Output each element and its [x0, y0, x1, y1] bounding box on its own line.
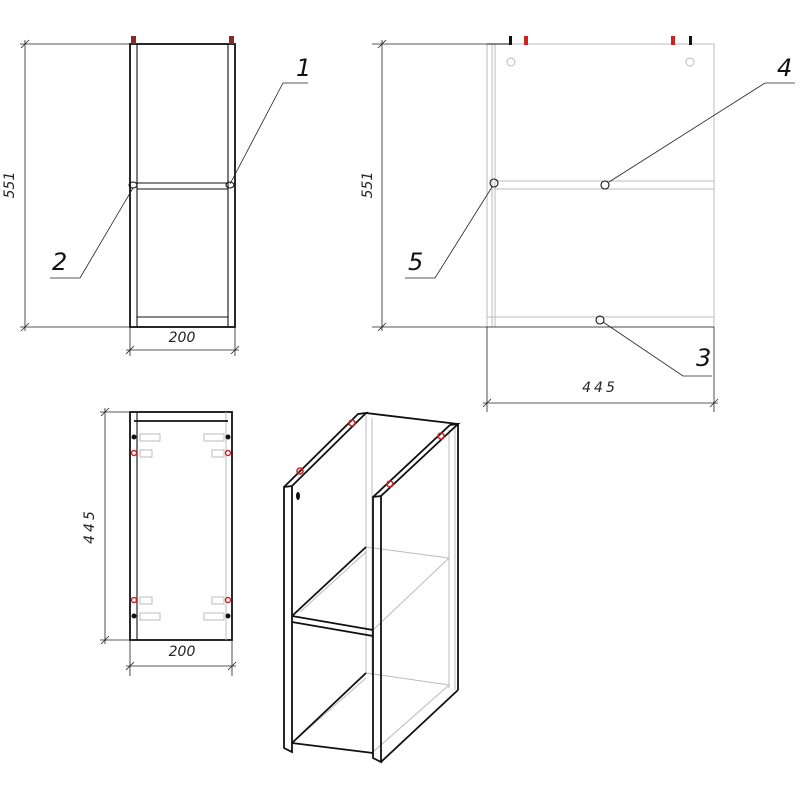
side-view: 551 445 4 5 3 [360, 36, 795, 412]
callout-4: 4 [777, 54, 792, 82]
top-view-outline [129, 411, 233, 641]
left-panel [283, 484, 293, 754]
callout-3: 3 [696, 344, 711, 372]
callout-1: 1 [296, 54, 311, 82]
front-view: 551 200 1 2 [2, 36, 311, 356]
front-view-outline [129, 43, 236, 328]
hanger-icon [131, 36, 136, 44]
side-height-dimension: 551 [360, 172, 376, 199]
side-depth-dimension: 445 [582, 380, 618, 396]
bottom-front-edge [291, 742, 374, 754]
hanger-icon [229, 36, 234, 44]
front-height-dimension: 551 [2, 172, 18, 199]
callout-2: 2 [52, 248, 67, 276]
top-view: 445 200 [82, 407, 237, 676]
top-width-dimension: 200 [169, 644, 196, 660]
shelf-front-edge [291, 615, 374, 631]
front-width-dimension: 200 [169, 330, 196, 346]
callout-5: 5 [408, 248, 423, 276]
isometric-view [283, 411, 461, 764]
top-depth-dimension: 445 [82, 508, 98, 544]
